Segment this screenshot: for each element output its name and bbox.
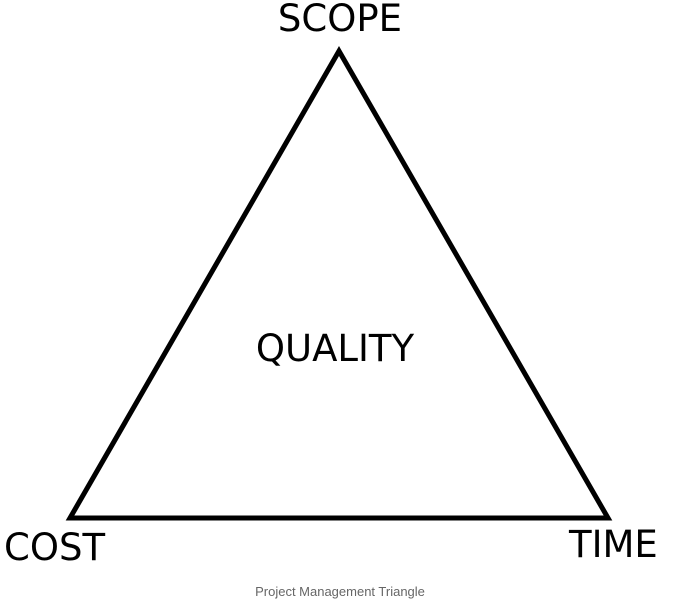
triangle-shape bbox=[65, 45, 613, 521]
vertex-label-scope: SCOPE bbox=[277, 0, 403, 40]
center-label-quality: QUALITY bbox=[255, 327, 415, 370]
vertex-label-cost: COST bbox=[4, 526, 106, 569]
diagram-caption: Project Management Triangle bbox=[255, 584, 425, 599]
vertex-label-time: TIME bbox=[569, 523, 658, 566]
